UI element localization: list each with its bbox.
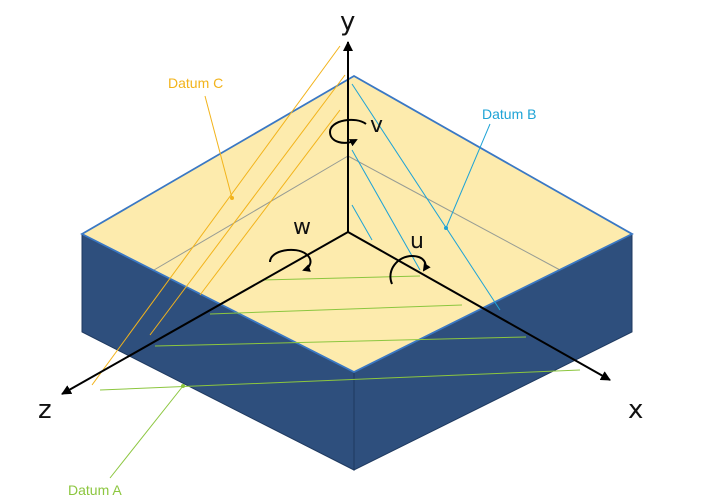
z-axis-label: z: [38, 395, 52, 425]
top-face-guides: [153, 155, 561, 271]
datum-c-leader: [204, 95, 233, 199]
datum-b-leader: [445, 123, 491, 229]
rotation-v-label: v: [370, 113, 383, 138]
datum-a-lines: [99, 275, 581, 391]
datum-b-lines: [351, 83, 501, 311]
datum-a-leader: [109, 385, 184, 479]
rotation-w-label: w: [293, 215, 311, 240]
rotation-u-label: u: [410, 229, 424, 254]
datum-c-leader-dot: [230, 196, 234, 200]
x-axis-label: x: [628, 395, 643, 425]
x-axis-line: [347, 231, 611, 381]
z-axis-line: [61, 231, 349, 395]
y-axis-label: y: [340, 7, 355, 37]
datum-b-label: Datum B: [482, 106, 536, 122]
datum-a-leader-dot: [181, 384, 185, 388]
datum-a-label: Datum A: [68, 482, 122, 498]
datum-b-leader-dot: [444, 226, 448, 230]
rotation-w-arrow: [269, 248, 312, 272]
rotation-arrows: [269, 118, 431, 285]
rotation-u-arrow: [389, 254, 431, 285]
block-top-face: [80, 74, 634, 374]
datum-c-lines: [91, 45, 346, 386]
datum-c-label: Datum C: [168, 75, 223, 91]
rotation-v-arrow: [328, 118, 367, 147]
